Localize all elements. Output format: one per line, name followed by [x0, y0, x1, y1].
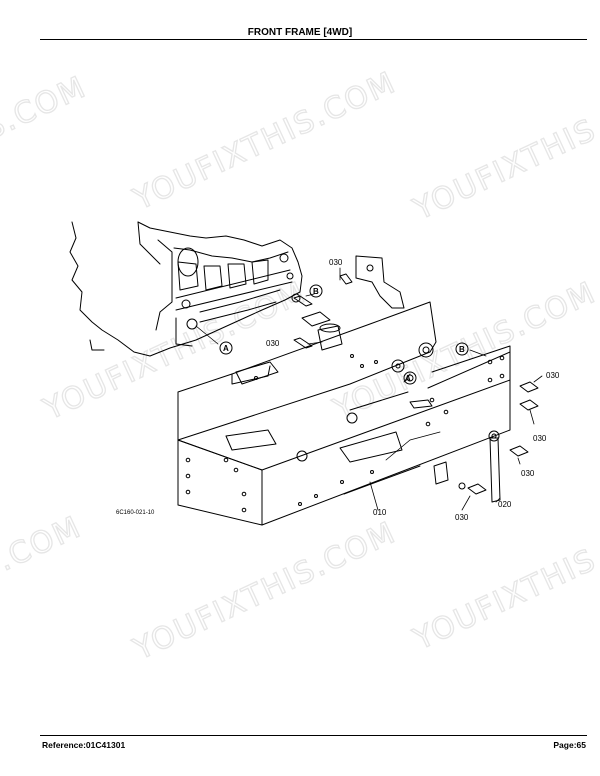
- callout-030: 030: [329, 258, 343, 267]
- pin-020: [488, 430, 501, 503]
- front-frame: [177, 301, 511, 526]
- callout-020: 020: [498, 500, 512, 509]
- circle-label: B: [459, 345, 465, 354]
- bolt-set: [433, 381, 539, 495]
- callout-030: 030: [521, 469, 535, 478]
- circle-label: A: [223, 344, 229, 353]
- marker-a-left: [219, 341, 233, 355]
- callout-030: 030: [266, 339, 280, 348]
- circle-label: B: [313, 287, 319, 296]
- marker-b-top: [309, 284, 323, 298]
- watermark: YOUFIXTHIS.COM: [128, 515, 402, 668]
- reference-number: Reference:01C41301: [42, 740, 126, 750]
- bracket-b: [291, 255, 405, 351]
- circle-markers: [219, 284, 469, 356]
- page-title: FRONT FRAME [4WD]: [247, 27, 353, 38]
- watermark: S.COM: [0, 509, 87, 587]
- watermark: YOUFIXTHIS.COM: [128, 65, 402, 218]
- watermark: YOUFIXTHIS: [408, 542, 600, 657]
- callout-030: 030: [546, 371, 560, 380]
- callout-030: 030: [533, 434, 547, 443]
- marker-b-right: [455, 342, 469, 356]
- footer-rule: [40, 735, 587, 736]
- callout-030: 030: [455, 513, 469, 522]
- callout-010: 010: [373, 508, 387, 517]
- page-number: Page:65: [553, 740, 586, 750]
- drawing-reference: 6C160-021-10: [116, 510, 155, 516]
- watermark: S.COM: [0, 69, 92, 147]
- watermark: YOUFIXTHIS.COM: [38, 275, 312, 428]
- circle-label: A: [405, 374, 411, 383]
- header-rule: [40, 39, 587, 40]
- leader-lines: [195, 267, 543, 511]
- watermark: YOUFIXTHIS: [408, 112, 600, 227]
- engine-block: [69, 221, 303, 357]
